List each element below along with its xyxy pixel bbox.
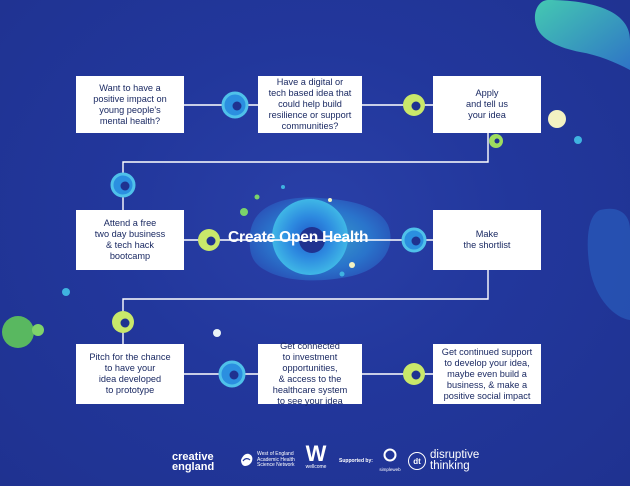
wave-icon <box>241 454 253 467</box>
ring-marker-7 <box>112 311 134 333</box>
step-7-text: Get connected to investment opportunitie… <box>272 341 348 406</box>
ring-marker-8 <box>218 360 246 388</box>
step-5-text: Attend a free two day business & tech ha… <box>94 218 166 261</box>
step-box-3: Apply and tell us your idea <box>433 76 541 133</box>
center-dot-1 <box>254 194 260 200</box>
center-title: Create Open Health <box>228 229 369 246</box>
west-of-england-text: West of England Academic Health Science … <box>257 451 295 468</box>
left-blue-dot <box>62 288 70 296</box>
ring-marker-1 <box>221 91 249 119</box>
ring-marker-9 <box>403 363 425 385</box>
center-dot-3 <box>240 208 248 216</box>
connector-4-6 <box>122 270 489 344</box>
ring-markers <box>110 91 503 388</box>
step-8-text: Get continued support to develop your id… <box>441 346 533 401</box>
top-right-blob <box>534 0 630 70</box>
step-box-1: Want to have a positive impact on young … <box>76 76 184 133</box>
center-dot-7 <box>328 198 332 202</box>
step-6-text: Pitch for the chance to have your idea d… <box>89 352 171 395</box>
step-4-text: Make the shortlist <box>463 229 511 250</box>
ring-marker-5 <box>198 229 220 251</box>
ring-marker-2 <box>403 94 425 116</box>
step-box-4: Make the shortlist <box>433 210 541 270</box>
ring-marker-6 <box>401 227 427 253</box>
step-box-2: Have a digital or tech based idea that c… <box>258 76 362 133</box>
step-box-7: Get connected to investment opportunitie… <box>258 341 362 406</box>
creative-england-logo: creative england <box>172 451 215 473</box>
step-2-text: Have a digital or tech based idea that c… <box>268 77 352 131</box>
wellcome-mark: W <box>305 441 327 466</box>
center-dot-6 <box>213 329 221 337</box>
step-box-8: Get continued support to develop your id… <box>433 344 541 404</box>
dt-icon: dt <box>408 452 426 470</box>
step-3-text: Apply and tell us your idea <box>466 88 508 120</box>
center-dot-4 <box>349 262 355 268</box>
wellcome-text: wellcome <box>305 464 327 470</box>
supported-by-label: Supported by: <box>339 458 373 464</box>
west-of-england-logo: West of England Academic Health Science … <box>240 451 295 469</box>
wellcome-logo: W wellcome <box>304 441 328 471</box>
ring-marker-4 <box>110 172 136 198</box>
left-green-dot <box>32 324 44 336</box>
simpleweb-logo: simpleweb <box>377 448 403 472</box>
right-edge-blob <box>587 208 630 320</box>
right-blue-dot <box>574 136 582 144</box>
center-dot-2 <box>281 185 285 189</box>
ring-marker-3 <box>489 134 503 148</box>
right-cream-dot <box>548 110 566 128</box>
disruptive-thinking-logo: dt disruptive thinking <box>408 449 480 472</box>
simpleweb-text: simpleweb <box>379 467 401 472</box>
disruptive-thinking-text: disruptive thinking <box>430 449 480 472</box>
left-green-blob <box>2 316 34 348</box>
step-box-5: Attend a free two day business & tech ha… <box>76 210 184 270</box>
step-box-6: Pitch for the chance to have your idea d… <box>76 344 184 404</box>
step-1-text: Want to have a positive impact on young … <box>93 82 167 126</box>
center-dot-5 <box>339 271 345 277</box>
simpleweb-ring-icon <box>383 448 397 462</box>
